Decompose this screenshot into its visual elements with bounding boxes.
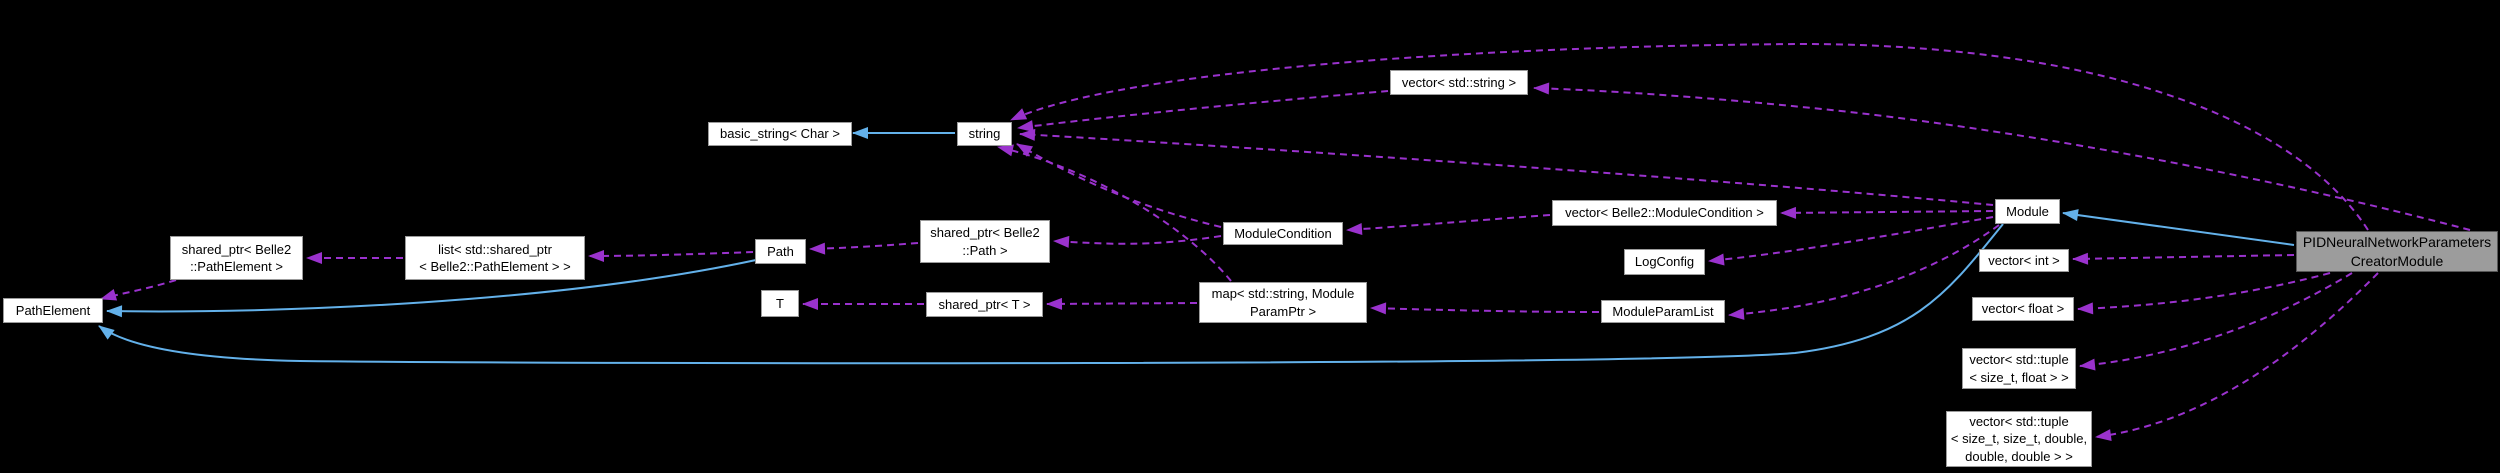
node-string[interactable]: string bbox=[957, 122, 1012, 146]
node-vector-float[interactable]: vector< float > bbox=[1972, 297, 2074, 321]
node-path[interactable]: Path bbox=[755, 239, 806, 264]
edge-map-param-to-string bbox=[997, 144, 1232, 282]
edge-sp-path-to-path bbox=[809, 242, 919, 255]
edge-pid-module-to-string bbox=[1010, 42, 2369, 231]
node-vector-mc[interactable]: vector< Belle2::ModuleCondition > bbox=[1552, 200, 1777, 226]
edge-module-to-moduleparamlist bbox=[1728, 224, 2000, 320]
node-list-sp-pe[interactable]: list< std::shared_ptr< Belle2::PathEleme… bbox=[405, 236, 585, 280]
edge-module-to-logconfig bbox=[1708, 216, 1994, 266]
node-vector-int[interactable]: vector< int > bbox=[1979, 249, 2069, 272]
edge-pid-module-to-vector-float bbox=[2077, 272, 2331, 315]
node-vector-tuple2[interactable]: vector< std::tuple< size_t, float > > bbox=[1962, 348, 2076, 389]
edge-module-to-string bbox=[1019, 128, 1994, 206]
edge-pid-module-to-vector-string bbox=[1533, 82, 2471, 231]
edge-vector-mc-to-modulecondition bbox=[1346, 214, 1551, 236]
node-logconfig[interactable]: LogConfig bbox=[1624, 249, 1705, 275]
node-vector-string[interactable]: vector< std::string > bbox=[1390, 70, 1528, 95]
edge-pid-module-to-module bbox=[2062, 209, 2295, 246]
edge-modulecondition-to-sp-path bbox=[1053, 235, 1222, 248]
node-pathelement[interactable]: PathElement bbox=[3, 298, 103, 323]
node-vector-tuple5[interactable]: vector< std::tuple< size_t, size_t, doub… bbox=[1946, 411, 2092, 467]
node-basic-string[interactable]: basic_string< Char > bbox=[708, 122, 852, 146]
edge-modulecondition-to-string bbox=[1016, 143, 1222, 228]
node-sp-t[interactable]: shared_ptr< T > bbox=[926, 292, 1043, 317]
node-moduleparamlist[interactable]: ModuleParamList bbox=[1601, 300, 1725, 323]
edge-pid-module-to-vector-tuple5 bbox=[2095, 272, 2379, 442]
node-sp-path[interactable]: shared_ptr< Belle2::Path > bbox=[920, 220, 1050, 263]
node-sp-pathelement[interactable]: shared_ptr< Belle2::PathElement > bbox=[170, 236, 303, 280]
node-modulecondition[interactable]: ModuleCondition bbox=[1223, 222, 1343, 245]
node-t[interactable]: T bbox=[761, 290, 799, 317]
edge-vector-string-to-string bbox=[1017, 90, 1389, 133]
edge-map-param-to-sp-t bbox=[1046, 297, 1198, 310]
edge-module-to-vector-mc bbox=[1780, 206, 1994, 219]
edge-module-to-pathelement bbox=[98, 223, 2004, 365]
edge-path-to-pathelement bbox=[106, 259, 757, 318]
edge-pid-module-to-vector-int bbox=[2072, 252, 2295, 265]
edge-pid-module-to-vector-tuple2 bbox=[2079, 272, 2353, 371]
edge-moduleparamlist-to-map-param bbox=[1370, 302, 1600, 315]
node-module[interactable]: Module bbox=[1995, 199, 2060, 224]
edge-sp-pathelement-to-pathelement bbox=[100, 279, 177, 301]
edge-path-to-list-sp-pe bbox=[588, 249, 754, 262]
